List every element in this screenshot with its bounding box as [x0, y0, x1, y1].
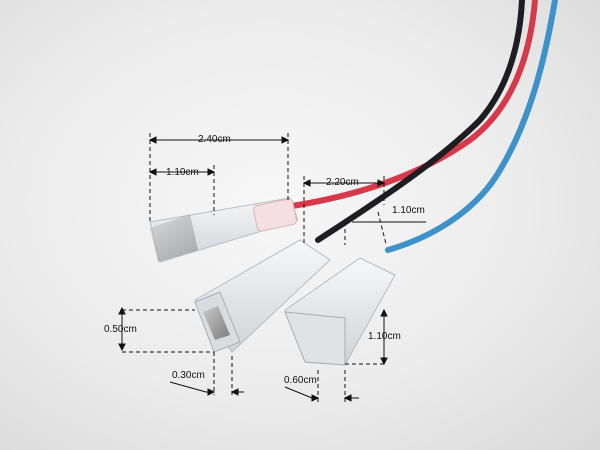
dimension-label-top-length: 2.40cm: [198, 134, 231, 145]
middle-connector: [194, 239, 331, 353]
right-connector-face: [284, 311, 346, 366]
dimension-label-right-gap: 0.60cm: [284, 375, 317, 386]
right-connector: [284, 257, 396, 366]
black-wire: [315, 0, 525, 243]
wire-group: [289, 0, 558, 253]
dimension-label-top-width: 1.10cm: [166, 167, 199, 178]
top-connector-sleeve: [252, 198, 298, 232]
dimension-lines: [118, 133, 426, 402]
top-connector: [149, 197, 299, 263]
middle-connector-terminal: [203, 306, 230, 340]
dimension-label-right-width: 1.10cm: [392, 205, 425, 216]
top-connector-terminal: [150, 214, 198, 262]
dimension-label-left-height: 0.50cm: [104, 324, 137, 335]
blue-wire: [385, 0, 558, 253]
red-wire: [289, 0, 538, 209]
dimension-label-left-gap: 0.30cm: [172, 370, 205, 381]
dimension-label-middle-length: 2.20cm: [326, 177, 359, 188]
dimension-label-right-height: 1.10cm: [368, 331, 401, 342]
